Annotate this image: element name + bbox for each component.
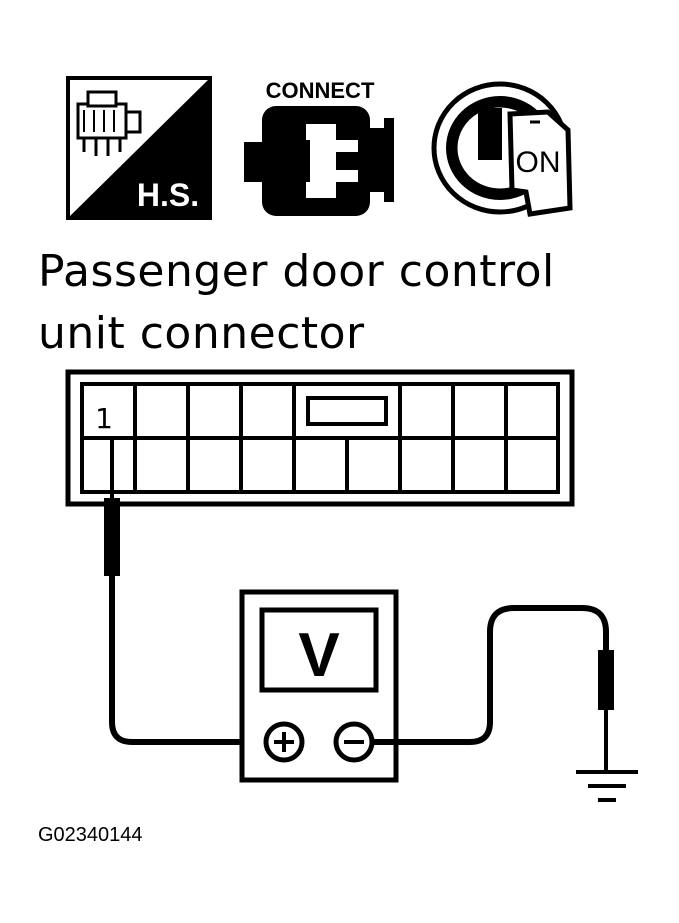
diagram-title-line-1: Passenger door control [38,246,555,297]
ground-icon [576,770,638,802]
hs-label: H.S. [137,177,199,213]
connect-label: CONNECT [266,78,375,103]
voltmeter-label: V [298,621,339,690]
terminal-1-label: 1 [95,402,113,435]
voltmeter: V [239,589,399,783]
ignition-key-icon: ON [431,81,573,217]
connector-plug-icon: CONNECT [244,78,394,216]
on-label: ON [516,146,561,179]
positive-probe [104,436,260,745]
harness-connector-icon: H.S. [66,76,212,220]
positive-terminal-icon [274,732,294,752]
negative-probe [372,605,614,770]
door-control-unit-connector: 1 [65,369,575,507]
figure-id: G02340144 [38,824,143,846]
diagram-title-line-2: unit connector [38,308,365,359]
